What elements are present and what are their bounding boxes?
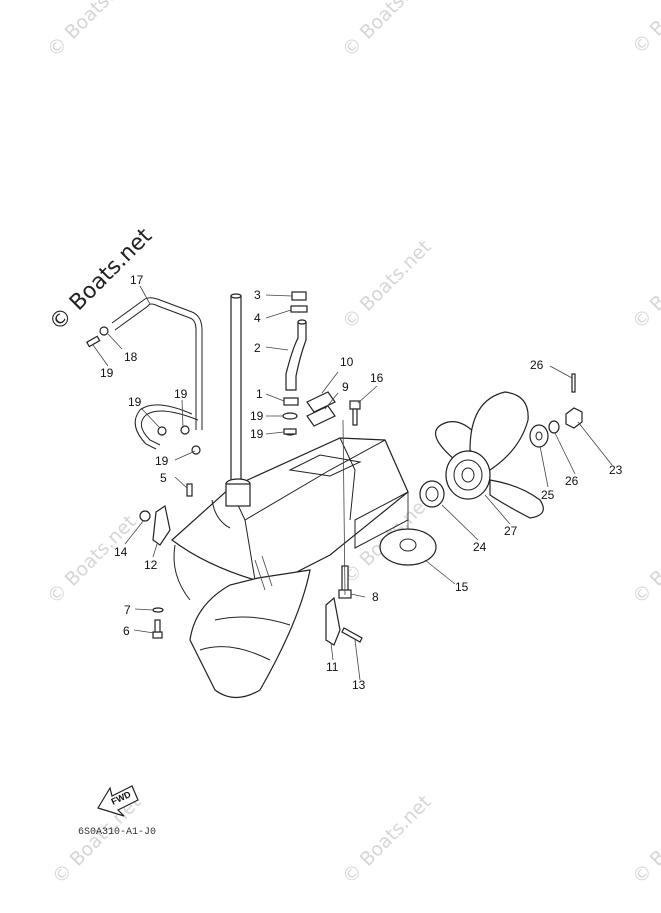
trim-tab-11 bbox=[325, 596, 341, 646]
callout: 19 bbox=[250, 427, 264, 441]
callout: 23 bbox=[609, 463, 623, 477]
drive-shaft bbox=[225, 293, 251, 507]
leader-lines bbox=[92, 285, 613, 681]
callout: 25 bbox=[541, 488, 555, 502]
callout: 26 bbox=[530, 358, 544, 372]
hose-17 bbox=[111, 297, 203, 450]
cotter-pin-26 bbox=[571, 373, 576, 393]
callout: 19 bbox=[250, 409, 264, 423]
watermark: © Boats.net bbox=[628, 236, 661, 334]
callout: 14 bbox=[114, 545, 128, 559]
callout: 6 bbox=[123, 624, 130, 638]
spacer-22 bbox=[419, 480, 445, 508]
callout: 19 bbox=[155, 454, 169, 468]
nut-25 bbox=[565, 407, 583, 429]
callout: 19 bbox=[100, 366, 114, 380]
watermark: © Boats.net bbox=[43, 511, 141, 609]
plate-12 bbox=[152, 505, 171, 546]
watermark: © Boats.net bbox=[628, 0, 661, 59]
bolt-6 bbox=[152, 619, 163, 639]
clamp-19 bbox=[157, 425, 201, 455]
callout: 18 bbox=[124, 350, 138, 364]
watermark: © Boats.net bbox=[338, 0, 436, 62]
watermark: © Boats.net bbox=[43, 0, 141, 62]
callout: 19 bbox=[128, 395, 142, 409]
watermark: © Boats.net bbox=[48, 791, 146, 889]
callout: 16 bbox=[370, 371, 384, 385]
diagram-code: 6S0A310-A1-J0 bbox=[78, 827, 156, 838]
nut-14 bbox=[139, 510, 151, 522]
washer-23 bbox=[529, 424, 549, 448]
watermark: © Boats.net bbox=[338, 236, 436, 334]
callout: 9 bbox=[342, 380, 349, 394]
thrust-washer-15 bbox=[379, 528, 437, 566]
callout: 1 bbox=[256, 387, 263, 401]
washer-24 bbox=[548, 420, 560, 434]
callout: 17 bbox=[130, 273, 144, 287]
bolt-16 bbox=[349, 400, 361, 426]
callout: 26 bbox=[565, 474, 579, 488]
lower-unit-housing bbox=[171, 437, 409, 699]
callout: 19 bbox=[174, 387, 188, 401]
callout: 2 bbox=[254, 341, 261, 355]
washer-7 bbox=[152, 607, 164, 613]
watermark: © Boats.net bbox=[628, 791, 661, 889]
callout: 11 bbox=[326, 660, 339, 674]
screw-13 bbox=[341, 627, 363, 643]
propeller-27 bbox=[435, 391, 544, 519]
callout: 10 bbox=[340, 355, 354, 369]
callout: 3 bbox=[254, 288, 261, 302]
callout: 5 bbox=[160, 471, 167, 485]
callout: 12 bbox=[144, 558, 158, 572]
water-tube-group bbox=[282, 291, 308, 436]
callout: 24 bbox=[473, 540, 487, 554]
pin-5 bbox=[186, 483, 193, 497]
callout: 27 bbox=[504, 524, 518, 538]
fitting-18 bbox=[85, 326, 109, 348]
watermark: © Boats.net bbox=[338, 791, 436, 889]
callout-numbers: 3 4 2 1 19 19 10 9 16 17 18 19 19 19 19 … bbox=[100, 273, 623, 692]
callout: 15 bbox=[455, 580, 469, 594]
callout: 13 bbox=[352, 678, 366, 692]
watermark: © Boats.net bbox=[628, 511, 661, 609]
callout: 7 bbox=[124, 603, 131, 617]
callout: 8 bbox=[372, 590, 379, 604]
seal-group bbox=[306, 391, 336, 427]
callout: 4 bbox=[254, 311, 261, 325]
